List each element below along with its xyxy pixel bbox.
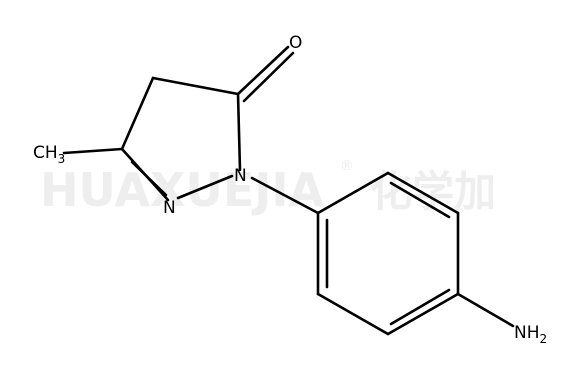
oxygen-label: O	[289, 33, 302, 53]
bond-c-carbonyl-n1	[236, 92, 242, 172]
bond-methyl	[62, 147, 124, 155]
bond-carbonyl-double-a	[236, 45, 290, 96]
watermark-latin: HUAXUEJIA	[40, 163, 325, 217]
amine-label: NH2	[514, 323, 547, 346]
bond-ch2-c-methyl	[120, 76, 155, 151]
bonds	[62, 45, 515, 336]
amine-subscript: 2	[540, 332, 548, 346]
bond-ring-2	[386, 171, 460, 215]
atom-labels: O N N CH3 NH2	[33, 33, 547, 346]
bond-ch2-c-carbonyl	[151, 76, 240, 96]
bond-n1-phenyl	[250, 176, 320, 215]
bond-amine	[456, 292, 515, 328]
amide-nitrogen-label: N	[234, 166, 247, 186]
bond-ring-inner-b	[389, 288, 451, 326]
bond-ring-4	[386, 292, 460, 336]
bond-n2-n1	[176, 174, 234, 200]
bond-ring-inner-a	[389, 181, 451, 219]
methyl-subscript: 3	[58, 152, 66, 166]
bond-ring-5	[316, 292, 390, 336]
methyl-label: CH3	[33, 143, 65, 166]
bond-ring-1	[316, 171, 390, 215]
imine-nitrogen-label: N	[163, 198, 176, 218]
amine-main: NH	[514, 323, 540, 343]
bond-c-n-double-inner	[130, 160, 168, 197]
watermark-registered-mark: ®	[340, 158, 354, 174]
bond-carbonyl-double-b	[242, 51, 295, 103]
methyl-main: CH	[33, 143, 58, 163]
